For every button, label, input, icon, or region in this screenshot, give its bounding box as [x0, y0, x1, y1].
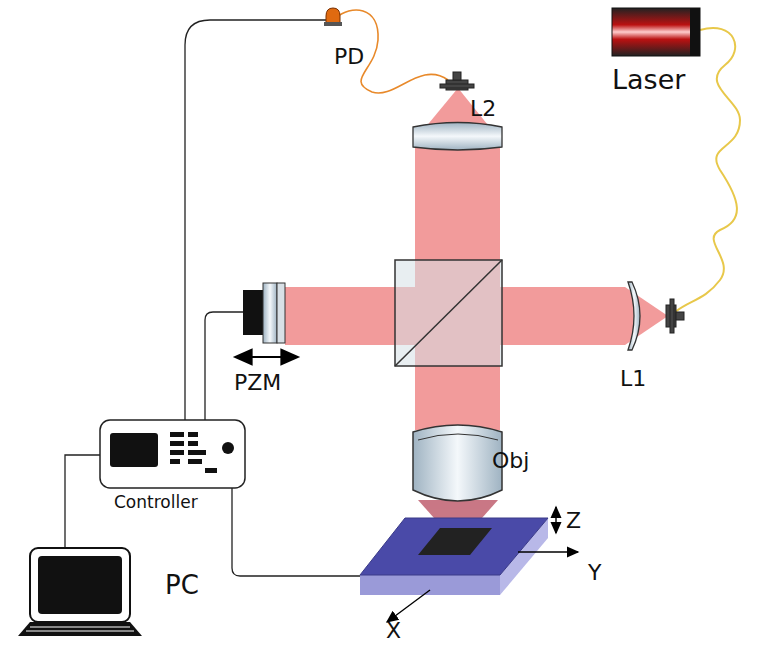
axis-arrows	[387, 507, 578, 622]
objective-lens	[413, 425, 502, 501]
part-label: Laser	[612, 66, 685, 93]
controller-box	[100, 420, 245, 488]
axis-label: X	[386, 620, 401, 642]
fiber-connector	[440, 72, 474, 90]
xyz-stage	[360, 518, 548, 595]
photodiode	[324, 8, 342, 26]
part-label: Obj	[492, 450, 529, 472]
laptop	[18, 548, 142, 636]
part-label: PD	[334, 46, 364, 68]
part-label: L1	[620, 368, 646, 390]
piezo-mirror	[235, 283, 298, 357]
part-label: L2	[470, 98, 496, 120]
axis-label: Z	[566, 510, 581, 532]
laser-source	[612, 8, 700, 56]
axis-label: Y	[588, 562, 601, 584]
lens-l1	[628, 282, 640, 350]
part-label: Controller	[114, 494, 198, 511]
part-label: PZM	[234, 372, 281, 394]
laser-beams	[285, 88, 668, 545]
beam-splitter	[395, 260, 502, 366]
part-label: PC	[165, 572, 199, 598]
lens-l2	[413, 123, 502, 151]
fiber-connector	[666, 299, 684, 333]
